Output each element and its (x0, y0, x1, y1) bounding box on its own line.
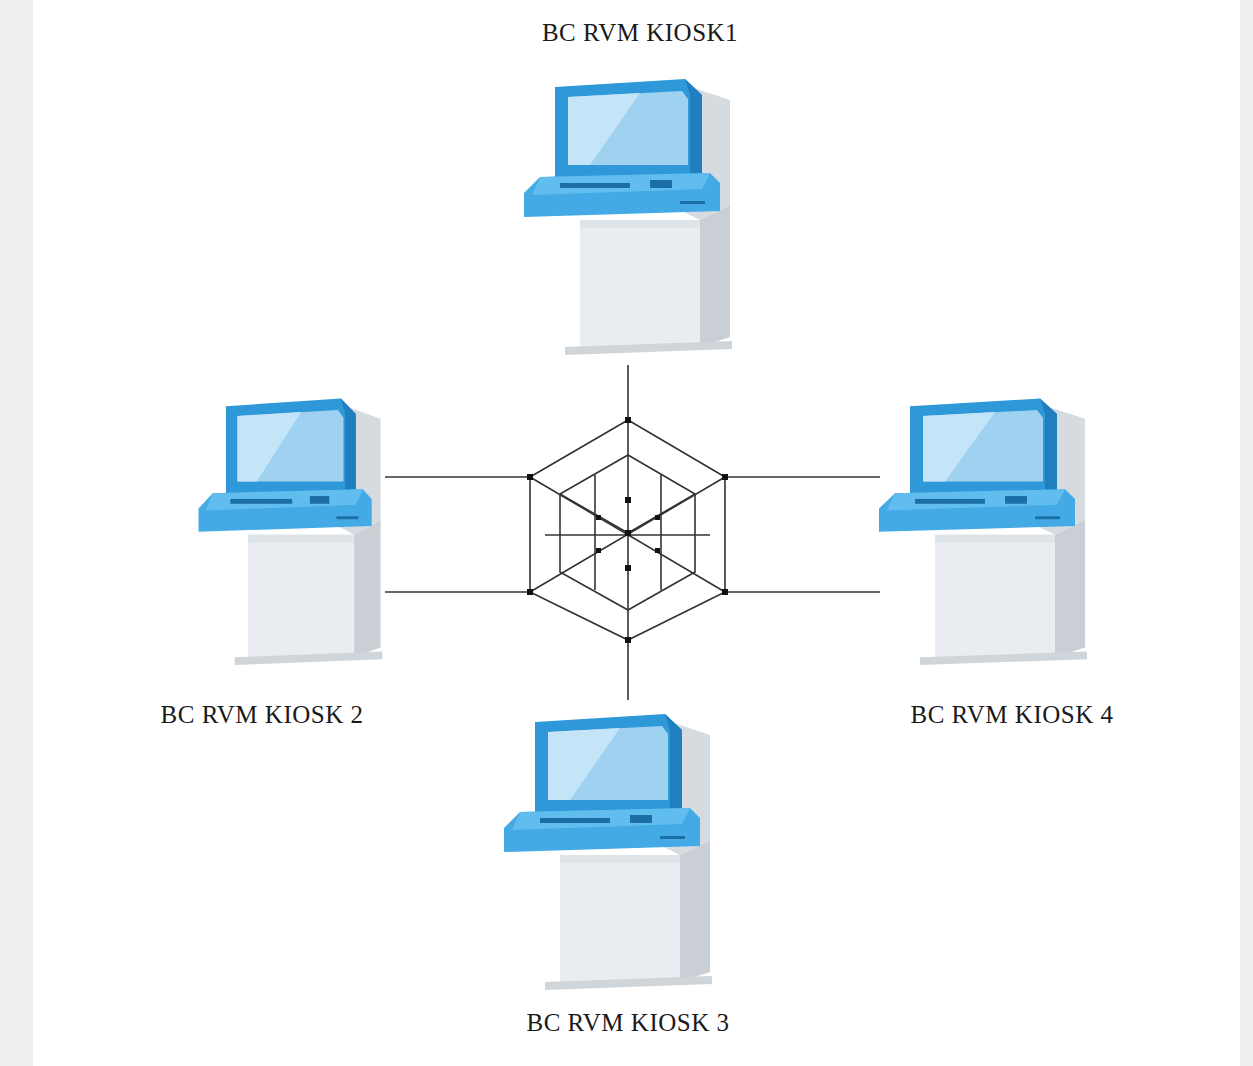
kiosk-illustration (500, 700, 715, 990)
kiosk-label: BC RVM KIOSK1 (542, 18, 738, 48)
kiosk-illustration (520, 65, 735, 355)
kiosk-label: BC RVM KIOSK 2 (161, 700, 364, 730)
kiosk-illustration (195, 385, 385, 665)
kiosk-node: BC RVM KIOSK 4 (875, 385, 1090, 665)
kiosk-node: BC RVM KIOSK1 (520, 65, 735, 355)
kiosk-label: BC RVM KIOSK 3 (527, 1008, 730, 1038)
kiosk-node: BC RVM KIOSK 2 (195, 385, 385, 665)
kiosk-node: BC RVM KIOSK 3 (500, 700, 715, 990)
kiosk-illustration (875, 385, 1090, 665)
kiosk-label: BC RVM KIOSK 4 (911, 700, 1114, 730)
